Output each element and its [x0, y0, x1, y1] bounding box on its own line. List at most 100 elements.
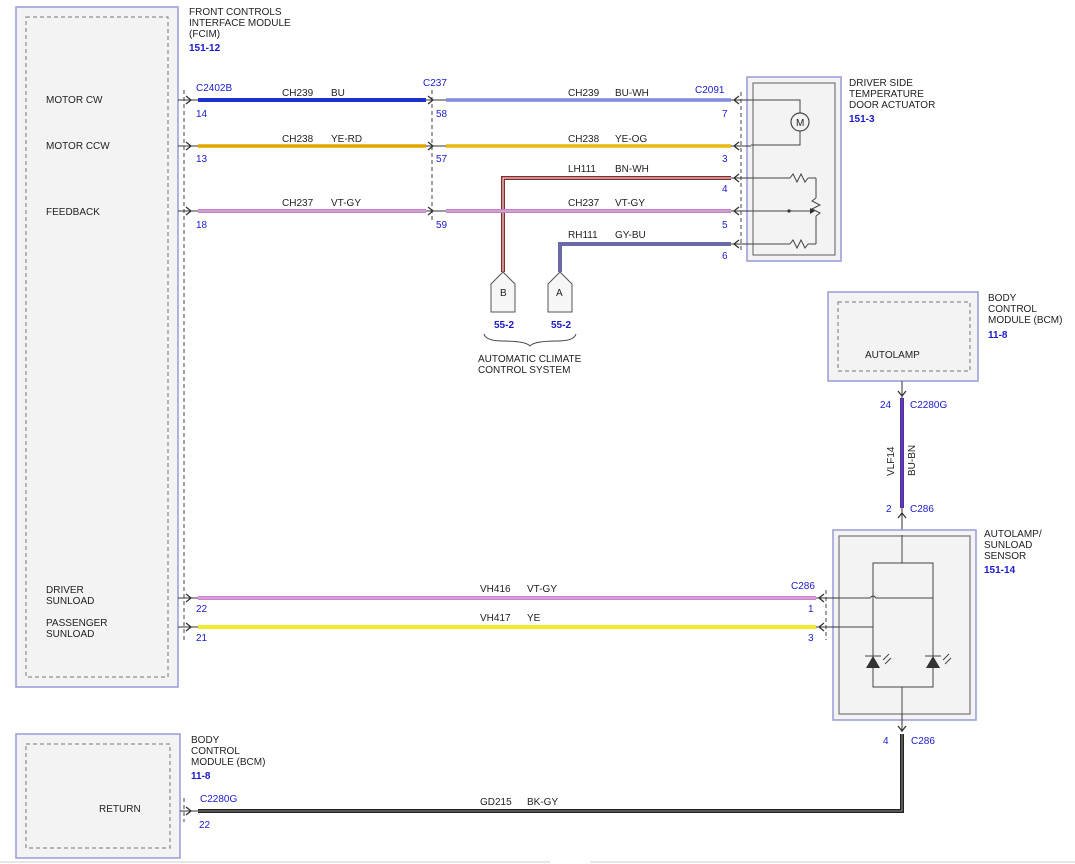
fcim-box [15, 6, 179, 688]
potentiometer-icon [810, 197, 822, 217]
arrow-icon [897, 390, 907, 398]
arrow-icon [185, 593, 193, 603]
svg-text:GD215: GD215 [480, 797, 512, 808]
arrow-icon [185, 806, 193, 816]
svg-text:VH416: VH416 [480, 584, 511, 595]
arrow-icon [817, 622, 825, 632]
bcm-bottom-ref: 11-8 [191, 771, 211, 782]
connector-b-label: B [500, 288, 507, 299]
bcm-top-autolamp-label: AUTOLAMP [865, 350, 920, 361]
actuator-box [746, 76, 842, 262]
svg-text:YE-OG: YE-OG [615, 134, 647, 145]
connector-b-shape [490, 271, 516, 313]
bcm-bottom-inner [25, 743, 171, 849]
connector-a-label: A [556, 288, 563, 299]
arrow-icon [185, 622, 193, 632]
svg-text:21: 21 [196, 633, 208, 644]
resistor-top-icon [789, 172, 809, 184]
photodiode-icon [926, 656, 940, 668]
svg-text:CH237: CH237 [568, 198, 600, 209]
bcm-top-inner [837, 301, 971, 372]
connector-c2280g-top: C2280G [910, 400, 947, 411]
connector-c2280g-bottom: C2280G [200, 794, 237, 805]
svg-text:4: 4 [883, 736, 889, 747]
acc-brace [483, 333, 577, 347]
wires-sunload: VH416 VT-GY VH417 YE 22 21 C286 1 3 [178, 581, 838, 644]
svg-text:CH238: CH238 [282, 134, 314, 145]
svg-text:BK-GY: BK-GY [527, 797, 558, 808]
sensor-inner [838, 535, 971, 715]
svg-text:24: 24 [880, 400, 892, 411]
svg-text:14: 14 [196, 109, 208, 120]
photodiode-icon [866, 656, 880, 668]
svg-text:BU-WH: BU-WH [615, 88, 649, 99]
wiper-arrow-icon [810, 208, 815, 214]
svg-text:RH111: RH111 [568, 230, 598, 241]
bcm-bottom-box [15, 733, 181, 859]
wires-top [178, 90, 751, 272]
wire-lh111-bn-wh [501, 176, 731, 272]
connector-c286-top: C286 [910, 504, 934, 515]
arrow-icon [817, 593, 825, 603]
svg-text:22: 22 [196, 604, 208, 615]
connector-a-shape [547, 271, 573, 313]
wire-rh111-gy-bu [558, 242, 731, 272]
svg-text:3: 3 [808, 633, 814, 644]
actuator-ref: 151-3 [849, 114, 875, 125]
sensor-box [832, 529, 977, 721]
wire-vlf14-color: BU-BN [907, 445, 918, 476]
svg-text:VT-GY: VT-GY [331, 198, 361, 209]
resistor-bottom-icon [789, 238, 809, 250]
svg-text:57: 57 [436, 154, 448, 165]
sensor-ref: 151-14 [984, 565, 1016, 576]
svg-text:18: 18 [196, 220, 208, 231]
svg-text:6: 6 [722, 251, 728, 262]
motor-symbol: M [796, 118, 804, 129]
arrow-icon [897, 725, 907, 733]
svg-text:LH111: LH111 [568, 164, 596, 175]
fcim-ref: 151-12 [189, 43, 221, 54]
svg-text:7: 7 [722, 109, 728, 120]
svg-text:4: 4 [722, 184, 728, 195]
svg-text:CH239: CH239 [282, 88, 314, 99]
motor-lead-bottom [751, 131, 801, 146]
wire-gd215-group: 4 C286 C2280G 22 GD215 BK-GY [180, 714, 935, 831]
svg-text:VT-GY: VT-GY [527, 584, 557, 595]
svg-text:22: 22 [199, 820, 211, 831]
svg-text:YE: YE [527, 613, 541, 624]
svg-text:3: 3 [722, 154, 728, 165]
svg-text:CH238: CH238 [568, 134, 600, 145]
label-motor-cw: MOTOR CW [46, 95, 103, 106]
svg-text:13: 13 [196, 154, 208, 165]
svg-text:BN-WH: BN-WH [615, 164, 649, 175]
bcm-top-ref: 11-8 [988, 330, 1008, 341]
svg-text:GY-BU: GY-BU [615, 230, 646, 241]
svg-text:5: 5 [722, 220, 728, 231]
wire-vlf14-circuit: VLF14 [886, 446, 897, 476]
svg-text:2: 2 [886, 504, 892, 515]
wire-vlf14-group: 24 C2280G VLF14 BU-BN 2 C286 [880, 381, 947, 535]
connector-labels-top: C2402B C237 C2091 14 13 18 58 57 59 7 3 … [196, 78, 728, 262]
svg-text:CH239: CH239 [568, 88, 600, 99]
bcm-bottom-return-label: RETURN [99, 804, 141, 815]
connector-c286-right: C286 [791, 581, 815, 592]
fcim-inner-outline [25, 16, 169, 678]
svg-text:59: 59 [436, 220, 448, 231]
svg-text:YE-RD: YE-RD [331, 134, 362, 145]
connector-c2091: C2091 [695, 85, 725, 96]
bcm-top-box [827, 291, 979, 382]
